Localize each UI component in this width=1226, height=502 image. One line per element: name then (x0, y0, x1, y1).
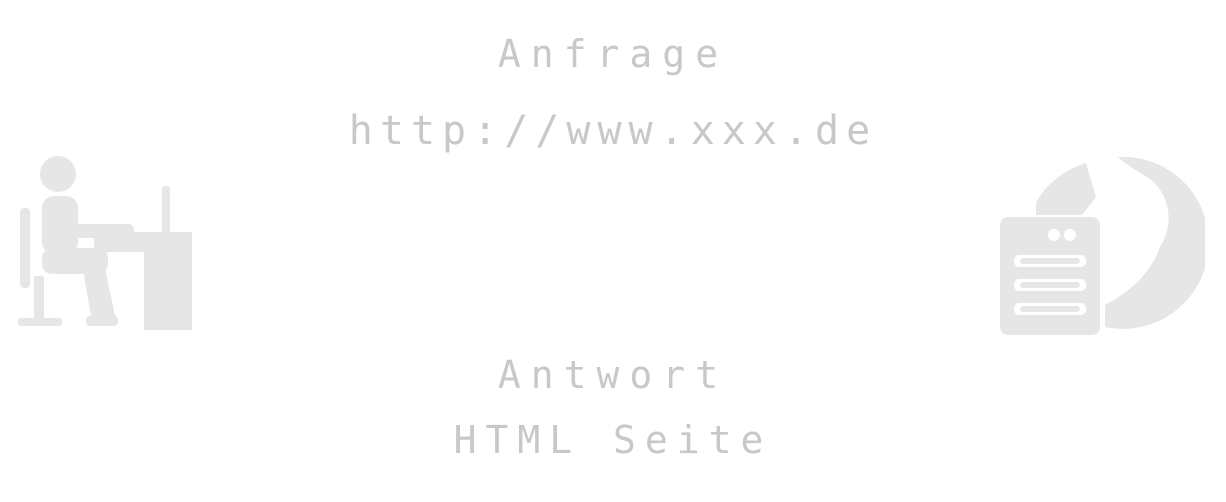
person-at-computer-icon (18, 156, 192, 330)
web-server-globe-icon (1000, 156, 1205, 335)
response-page-label: HTML Seite (453, 418, 773, 462)
request-label: Anfrage (497, 32, 729, 76)
request-url-label: http://www.xxx.de (348, 108, 878, 154)
response-label: Antwort (497, 353, 729, 397)
